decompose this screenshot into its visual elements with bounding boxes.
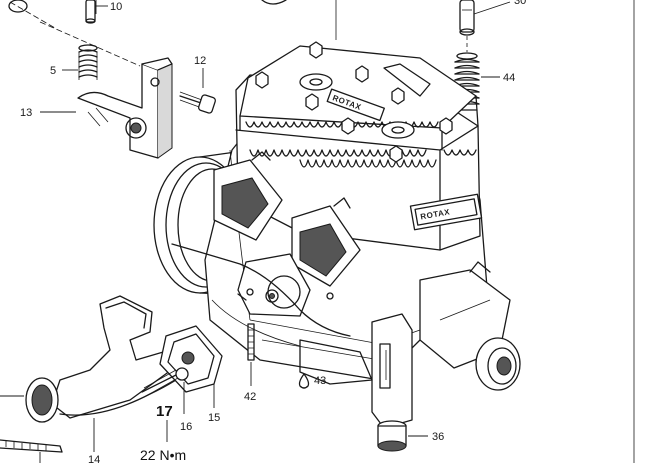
side-brand-plate: ROTAX xyxy=(409,193,483,231)
rotary-valve-shaft xyxy=(419,261,521,391)
part-30-sleeve xyxy=(459,0,511,36)
washer-fragment xyxy=(8,0,56,29)
part-12-bolt xyxy=(179,68,216,114)
disk-fragment xyxy=(261,0,287,5)
intake-reed-valves xyxy=(213,151,361,287)
callout-44: 44 xyxy=(503,72,515,84)
callout-30: 30 xyxy=(514,0,526,7)
part-5-spring xyxy=(39,21,141,80)
callout-10: 10 xyxy=(110,1,122,13)
part-10-pin xyxy=(85,0,108,24)
callout-43: 43 xyxy=(314,375,326,387)
callout-13: 13 xyxy=(20,107,32,119)
oil-pump-36 xyxy=(371,313,428,452)
torque-spec: 22 N•m xyxy=(140,447,186,463)
rotary-valve-cover xyxy=(171,243,351,337)
part-13-bracket xyxy=(40,57,173,159)
torque-callout-17: 17 xyxy=(156,403,173,420)
spring-clip-fragment xyxy=(0,439,63,463)
callout-14: 14 xyxy=(88,454,100,463)
callout-42: 42 xyxy=(244,391,256,403)
callout-5: 5 xyxy=(50,65,56,77)
part-15-gasket xyxy=(159,325,223,408)
stud-42 xyxy=(247,323,255,386)
head-bolts xyxy=(255,41,453,163)
callout-16: 16 xyxy=(180,421,192,433)
callout-12: 12 xyxy=(194,55,206,67)
engine-assembly: ROTAX ROTAX xyxy=(153,41,521,452)
callout-36: 36 xyxy=(432,431,444,443)
oil-drop-43 xyxy=(298,373,310,389)
callout-15: 15 xyxy=(208,412,220,424)
part-16-bolt xyxy=(141,367,189,414)
